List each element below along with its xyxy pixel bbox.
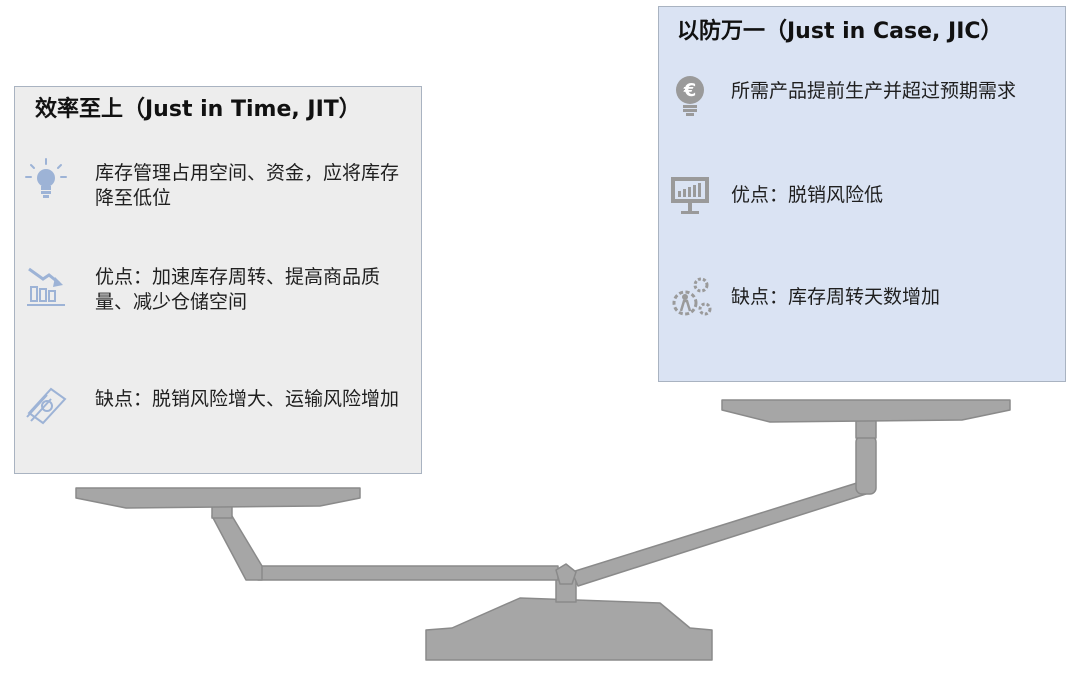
money-stack-icon (23, 383, 69, 429)
lightbulb-icon (23, 157, 69, 203)
scale-pivot (555, 563, 577, 585)
jic-item-3-text: 缺点：库存周转天数增加 (731, 286, 941, 308)
jic-item-2-text: 优点：脱销风险低 (731, 184, 884, 206)
bar-chart-down-icon (23, 263, 69, 309)
presentation-board-icon (667, 173, 713, 219)
scale-stem-right (855, 419, 877, 439)
jic-title: 以防万一（Just in Case, JIC） (677, 19, 1003, 44)
jit-item-2: 优点：加速库存周转、提高商品质量、减少仓储空间 (15, 261, 421, 321)
scale-arm-left (211, 515, 263, 581)
gears-person-icon (667, 275, 713, 321)
scale-beam-left (257, 565, 559, 581)
jit-item-3-text: 缺点：脱销风险增大、运输风险增加 (95, 388, 400, 410)
scale-base (425, 597, 713, 661)
jit-item-1-text: 库存管理占用空间、资金，应将库存降至低位 (95, 162, 400, 209)
jic-item-1: € 所需产品提前生产并超过预期需求 (659, 73, 1065, 133)
scale-pan-right (721, 399, 1011, 423)
scale-arm-right (855, 435, 877, 495)
jic-item-2: 优点：脱销风险低 (659, 173, 1065, 223)
scale-pan-left (75, 487, 361, 509)
jit-panel: 效率至上（Just in Time, JIT） 库存管理占用空间、资金，应将库存… (14, 86, 422, 474)
svg-text:€: € (683, 80, 697, 101)
euro-bulb-icon: € (667, 73, 713, 119)
jit-item-1: 库存管理占用空间、资金，应将库存降至低位 (15, 157, 421, 217)
jic-item-1-text: 所需产品提前生产并超过预期需求 (731, 80, 1017, 102)
jic-panel: 以防万一（Just in Case, JIC） € 所需产品提前生产并超过预期需… (658, 6, 1066, 382)
jit-item-3: 缺点：脱销风险增大、运输风险增加 (15, 383, 421, 443)
jic-item-3: 缺点：库存周转天数增加 (659, 275, 1065, 325)
jit-item-2-text: 优点：加速库存周转、提高商品质量、减少仓储空间 (95, 266, 381, 313)
jit-title: 效率至上（Just in Time, JIT） (35, 97, 361, 122)
scale-beam-right (571, 481, 867, 587)
